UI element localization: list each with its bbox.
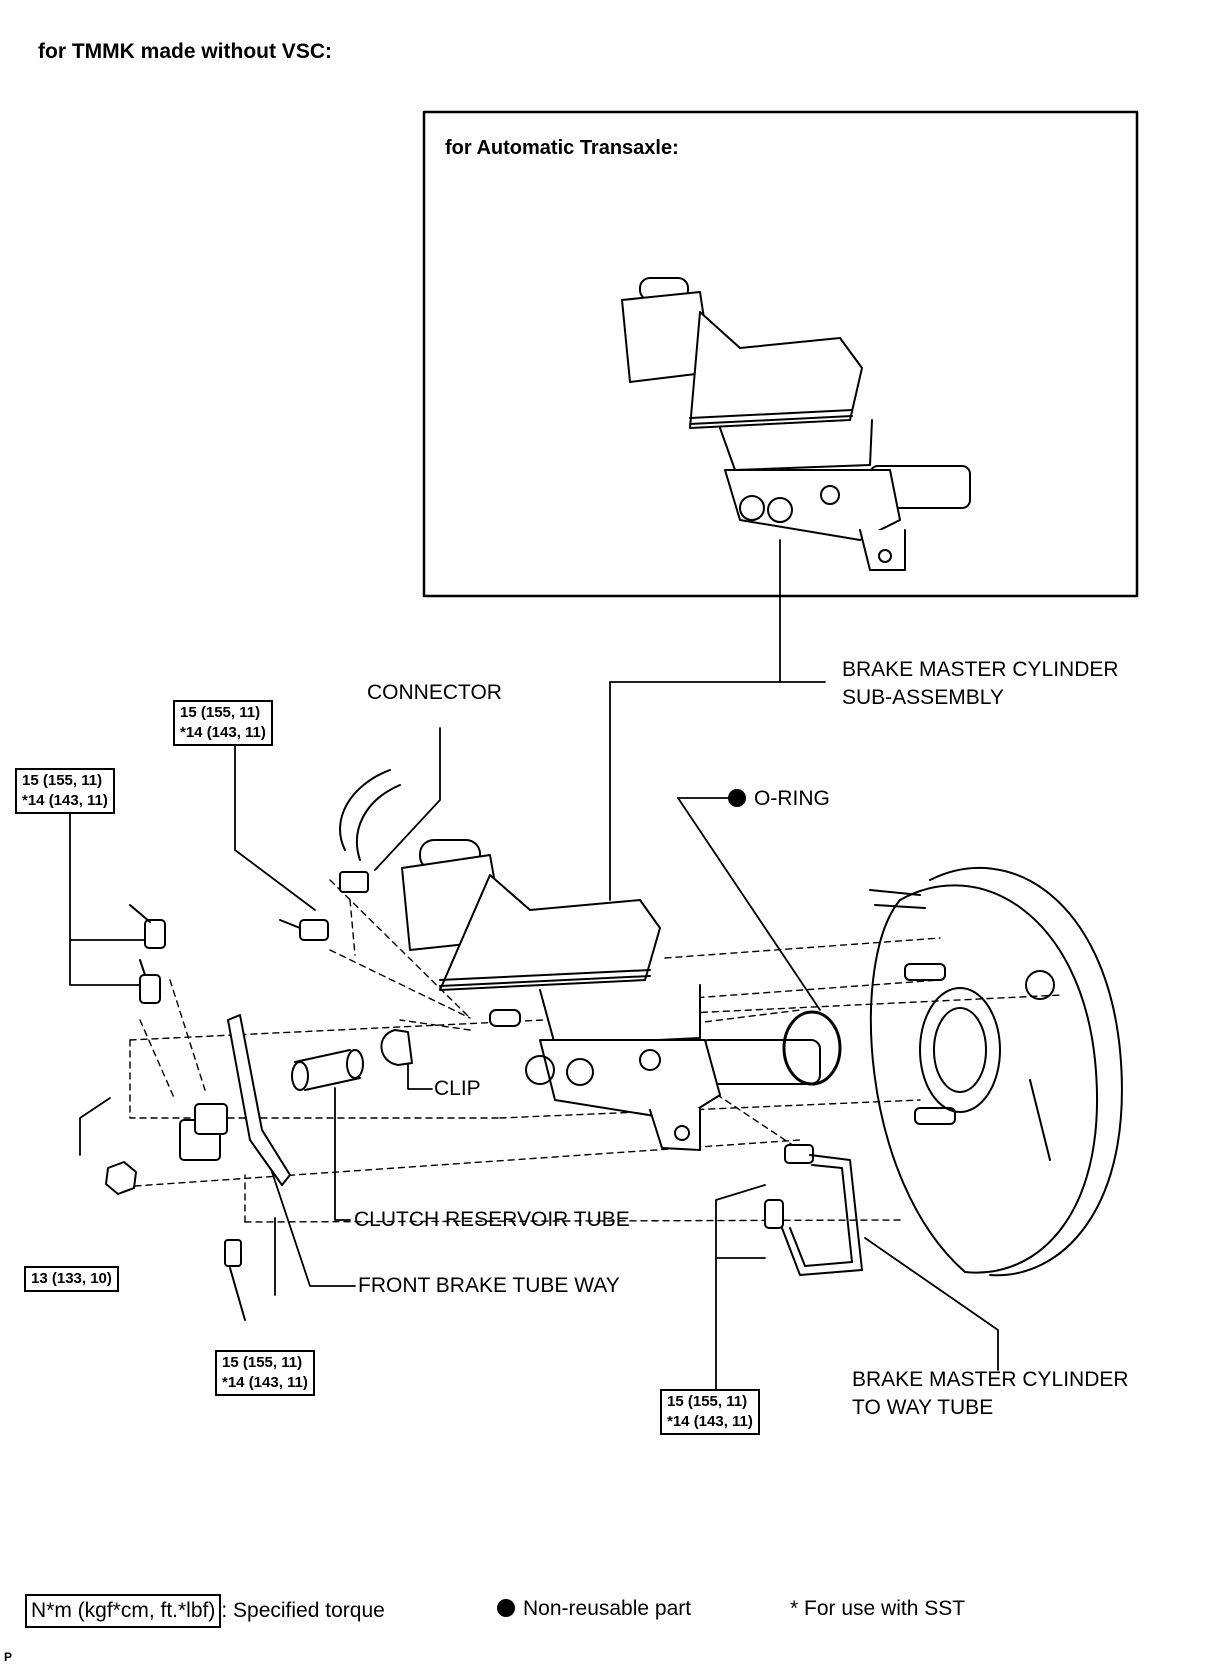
torque-value-sst: *14 (143, 11) bbox=[22, 792, 108, 809]
torque-value: 15 (155, 11) bbox=[180, 704, 261, 721]
torque-value-sst: *14 (143, 11) bbox=[222, 1374, 308, 1391]
torque-value-sst: *14 (143, 11) bbox=[667, 1413, 753, 1430]
legend-torque-text: : Specified torque bbox=[221, 1599, 385, 1622]
leader-lines bbox=[69, 539, 999, 1396]
way-tube-part-inner bbox=[789, 1164, 853, 1267]
torque-value: 13 (133, 10) bbox=[31, 1270, 112, 1287]
corner-mark: P bbox=[4, 1650, 13, 1664]
torque-box-connector-fitting: 15 (155, 11) *14 (143, 11) bbox=[173, 700, 273, 746]
torque-box-way-tube: 15 (155, 11) *14 (143, 11) bbox=[660, 1389, 760, 1435]
torque-box-left-fittings: 15 (155, 11) *14 (143, 11) bbox=[15, 768, 115, 814]
legend-nonreusable: Non-reusable part bbox=[497, 1594, 691, 1624]
legend-sst: * For use with SST bbox=[790, 1597, 966, 1620]
front-brake-tube-way-part bbox=[179, 1014, 291, 1186]
torque-value-sst: *14 (143, 11) bbox=[180, 724, 266, 741]
fittings bbox=[105, 919, 814, 1267]
torque-box-lower-fitting: 15 (155, 11) *14 (143, 11) bbox=[215, 1350, 315, 1396]
label-way-tube-line1: BRAKE MASTER CYLINDER bbox=[852, 1368, 1129, 1391]
label-connector: CONNECTOR bbox=[367, 681, 502, 704]
label-o-ring-text: O-RING bbox=[754, 787, 830, 810]
way-tube-part bbox=[781, 1154, 863, 1276]
brake-booster bbox=[869, 866, 1123, 1277]
label-way-tube-line2: TO WAY TUBE bbox=[852, 1396, 994, 1419]
legend-unit-box: N*m (kgf*cm, ft.*lbf) bbox=[25, 1594, 222, 1628]
torque-box-nut: 13 (133, 10) bbox=[24, 1266, 119, 1292]
torque-value: 15 (155, 11) bbox=[667, 1393, 748, 1410]
inset-master-cylinder bbox=[621, 277, 971, 571]
master-cylinder-main bbox=[401, 839, 821, 1151]
o-ring-part bbox=[782, 1010, 842, 1086]
label-master-cylinder-line1: BRAKE MASTER CYLINDER bbox=[842, 658, 1119, 681]
legend-dot bbox=[497, 1599, 515, 1617]
torque-value: 15 (155, 11) bbox=[222, 1354, 303, 1371]
label-clip: CLIP bbox=[434, 1077, 481, 1100]
clutch-reservoir-tube-part bbox=[291, 1049, 364, 1091]
label-clutch-reservoir-tube: CLUTCH RESERVOIR TUBE bbox=[354, 1208, 630, 1231]
legend-torque: N*m (kgf*cm, ft.*lbf): Specified torque bbox=[25, 1594, 385, 1628]
label-master-cylinder: BRAKE MASTER CYLINDER SUB-ASSEMBLY bbox=[842, 656, 1119, 712]
label-way-tube: BRAKE MASTER CYLINDER TO WAY TUBE bbox=[852, 1366, 1129, 1422]
tube-stubs bbox=[129, 904, 301, 1321]
non-reusable-dot bbox=[728, 789, 746, 807]
connector-part bbox=[339, 769, 401, 893]
label-front-brake-tube-way: FRONT BRAKE TUBE WAY bbox=[358, 1274, 620, 1297]
label-o-ring: O-RING bbox=[728, 785, 830, 813]
legend-nonreusable-text: Non-reusable part bbox=[523, 1597, 692, 1620]
page-title: for TMMK made without VSC: bbox=[38, 40, 332, 63]
clip-part bbox=[380, 1029, 413, 1066]
torque-value: 15 (155, 11) bbox=[22, 772, 103, 789]
inset-title: for Automatic Transaxle: bbox=[445, 137, 679, 159]
label-master-cylinder-line2: SUB-ASSEMBLY bbox=[842, 686, 1004, 709]
